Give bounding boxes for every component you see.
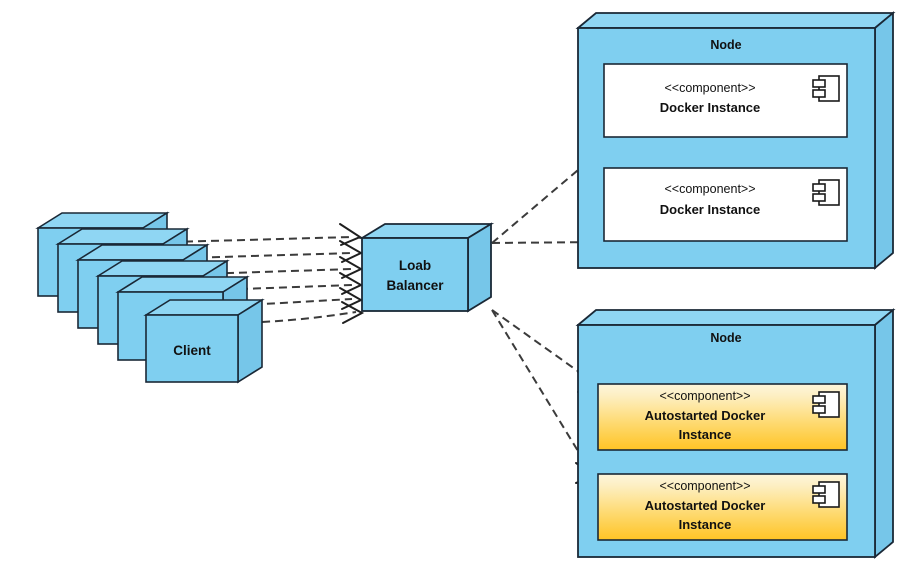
connector-client-to-balancer-4 (213, 284, 353, 291)
node-top[interactable]: Node <<component>> Docker Instance <<com… (575, 11, 896, 270)
node-bottom-title: Node (710, 331, 741, 345)
component-stereotype: <<component>> (664, 81, 755, 95)
connector-client-to-balancer-2 (185, 252, 353, 259)
component-stereotype: <<component>> (664, 182, 755, 196)
connector-balancer-to-autostarted-2 (491, 309, 593, 475)
component-name-line1: Autostarted Docker (645, 498, 766, 513)
connector-balancer-to-docker-2 (491, 241, 601, 244)
component-icon (812, 391, 840, 418)
connector-client-to-balancer-1 (171, 236, 353, 243)
component-autostarted-docker-instance-2[interactable]: <<component>> Autostarted Docker Instanc… (597, 473, 848, 541)
connector-client-to-balancer-6 (261, 311, 357, 323)
load-balancer-node[interactable]: Loab Balancer (358, 222, 495, 313)
load-balancer-label-line2: Balancer (386, 278, 444, 293)
node-bottom[interactable]: Node <<component>> Autostarted Docker In… (575, 308, 896, 559)
component-docker-instance-2[interactable]: <<component>> Docker Instance (603, 167, 848, 242)
component-icon (812, 75, 840, 102)
component-docker-instance-1[interactable]: <<component>> Docker Instance (603, 63, 848, 138)
component-stereotype: <<component>> (659, 389, 750, 403)
component-name-line1: Autostarted Docker (645, 408, 766, 423)
client-stack[interactable]: Client (35, 211, 265, 384)
component-name-line2: Instance (679, 517, 732, 532)
component-icon (812, 179, 840, 206)
client-label: Client (173, 343, 211, 358)
node-top-title: Node (710, 38, 741, 52)
client-box-1[interactable]: Client (143, 298, 265, 384)
component-name-line1: Docker Instance (660, 202, 760, 217)
component-autostarted-docker-instance-1[interactable]: <<component>> Autostarted Docker Instanc… (597, 383, 848, 451)
component-name-line2: Instance (679, 427, 732, 442)
component-icon (812, 481, 840, 508)
component-name-line1: Docker Instance (660, 100, 760, 115)
arrowhead-layer-balancer-in (339, 223, 365, 324)
load-balancer-label-line1: Loab (399, 258, 431, 273)
component-stereotype: <<component>> (659, 479, 750, 493)
